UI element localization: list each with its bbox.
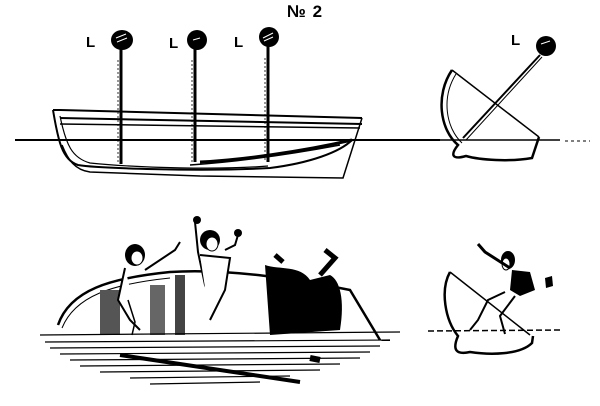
weight-label-4: L bbox=[511, 32, 521, 49]
water-ripples bbox=[39, 331, 401, 385]
figure-number: № 2 bbox=[287, 2, 324, 21]
top-waterline bbox=[15, 139, 590, 142]
man-in-tipping-hull bbox=[427, 243, 561, 355]
weight-label-2: L bbox=[169, 35, 179, 52]
weighted-rods bbox=[111, 27, 279, 164]
weight-label-3: L bbox=[234, 34, 244, 51]
sinking-boat-scene bbox=[56, 216, 382, 341]
upright-boat bbox=[52, 109, 363, 179]
weight-label-1: L bbox=[86, 34, 96, 51]
tilted-hull-section bbox=[440, 36, 556, 162]
